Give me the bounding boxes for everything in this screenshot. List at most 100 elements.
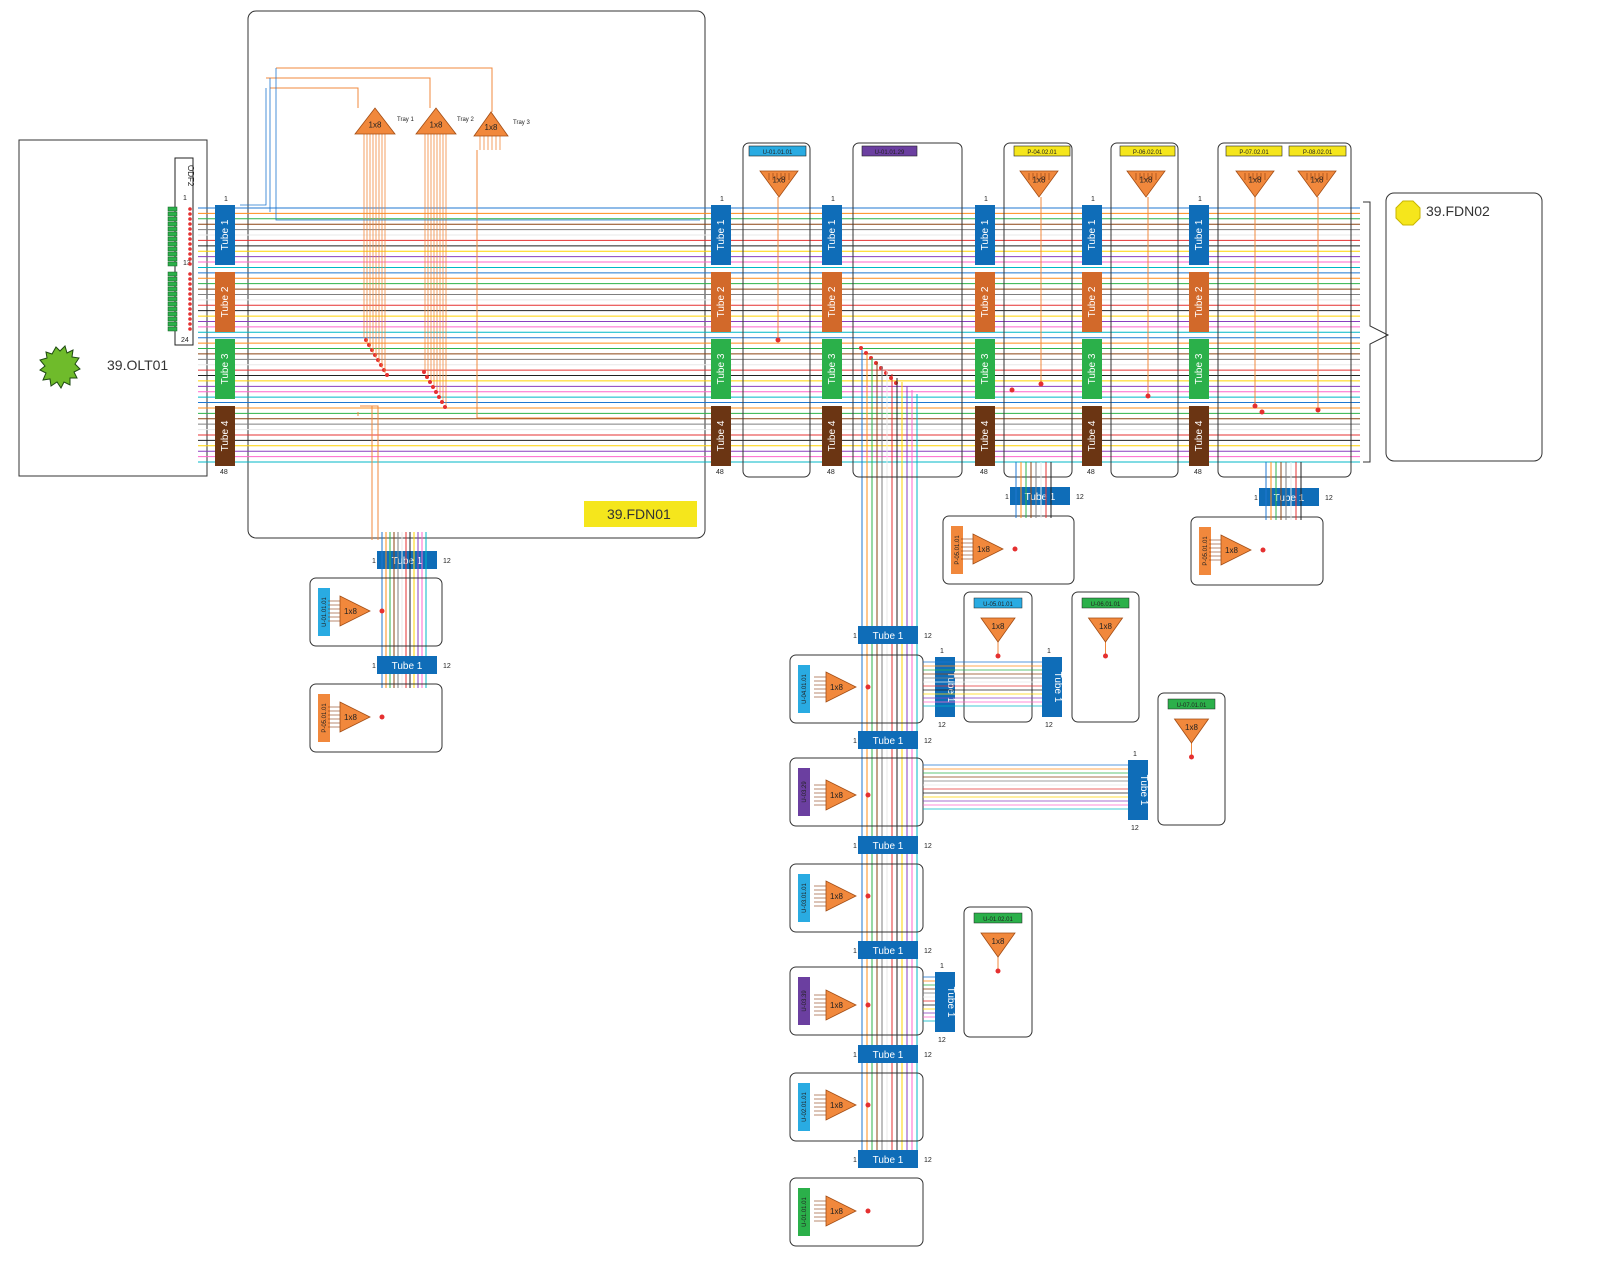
tube-label: Tube 1	[980, 219, 991, 250]
splitter-label: 1x8	[1140, 176, 1153, 185]
tube-label: Tube 1	[716, 219, 727, 250]
branch-tag-label: P-05.01.01	[955, 535, 961, 565]
tube-label: Tube 2	[1087, 286, 1098, 317]
splitter-icon	[339, 595, 371, 627]
splitter-label: 1x8	[773, 176, 786, 185]
tube-number-end: 12	[1325, 495, 1333, 502]
tube-number-end: 12	[938, 1037, 946, 1044]
tube-number-start: 1	[831, 196, 835, 203]
tube-label: Tube 4	[716, 420, 727, 451]
closure-tag	[1119, 145, 1176, 157]
odf-port-dot	[188, 307, 192, 311]
odf-port-dot	[188, 247, 192, 251]
splitter-icon	[825, 880, 857, 912]
splice-dot	[865, 792, 871, 798]
branch-box	[942, 515, 1075, 585]
splice-dot	[995, 653, 1001, 659]
odf-port	[167, 236, 178, 242]
splitter-icon	[1220, 534, 1252, 566]
odf-ports	[167, 206, 192, 332]
tube-block	[975, 406, 995, 466]
tube-label: Tube 1	[873, 631, 904, 642]
closure-tag-label: U-01.01.01	[763, 150, 793, 156]
tube-label: Tube 4	[980, 420, 991, 451]
tube-label: Tube 1	[1274, 493, 1305, 504]
tube-label: Tube 2	[827, 286, 838, 317]
closure-box	[852, 142, 963, 478]
branch-tag-label: U-03.01.01	[802, 882, 808, 912]
tube-label: Tube 1	[1087, 219, 1098, 250]
tube-number-start: 1	[984, 196, 988, 203]
tube-block	[711, 205, 731, 265]
tube-block	[858, 941, 918, 959]
odf-port-dot	[188, 297, 192, 301]
fdn01-highlight	[584, 501, 697, 527]
splice-dot	[865, 1002, 871, 1008]
tube-block	[1189, 406, 1209, 466]
tray-feed-blue	[240, 68, 700, 221]
branch-tag-label: U-04.01.01	[802, 673, 808, 703]
splice-dot	[434, 390, 438, 394]
odf-port	[167, 246, 178, 252]
tube-number-start: 1	[853, 633, 857, 640]
fdn01-box	[247, 10, 706, 539]
closure-tag-label: P-07.02.01	[1239, 150, 1269, 156]
odf-port	[167, 276, 178, 282]
splitter-icon	[1087, 617, 1124, 643]
branch-box	[789, 654, 924, 724]
closure-tag-label: P-04.02.01	[1027, 150, 1057, 156]
tube-label: Tube 2	[220, 286, 231, 317]
odf-port-dot	[188, 272, 192, 276]
odf-port	[167, 206, 178, 212]
tube-number-end: 12	[1076, 494, 1084, 501]
splice-dot	[379, 608, 385, 614]
splice-dot	[440, 400, 444, 404]
branch-tag	[318, 694, 330, 742]
tube-label: Tube 2	[716, 286, 727, 317]
splice-dot	[443, 405, 447, 409]
tube-block	[975, 205, 995, 265]
branch-tag	[798, 768, 810, 816]
branch-tag-label: U-01.02.01	[983, 917, 1013, 923]
splice-dot	[422, 370, 426, 374]
branch-tag	[1081, 597, 1130, 609]
splitter-icon	[972, 533, 1004, 565]
odf-port-dot	[188, 242, 192, 246]
branch-box	[789, 1177, 924, 1247]
odf-port-dot	[188, 302, 192, 306]
splice-dot	[865, 1208, 871, 1214]
tube-block	[1082, 406, 1102, 466]
tube-number-start: 1	[853, 1052, 857, 1059]
odf-port	[167, 211, 178, 217]
tube-block	[711, 272, 731, 332]
splitter-icon	[825, 1195, 857, 1227]
tube-block	[215, 406, 235, 466]
tube-label: Tube 1	[1025, 492, 1056, 503]
splitter-label: 1x8	[830, 791, 843, 800]
splice-dot	[865, 893, 871, 899]
odf-port-dot	[188, 237, 192, 241]
splitter-icon	[980, 932, 1016, 958]
splitter-label: 1x8	[1185, 723, 1198, 732]
splitter-label: 1x8	[992, 622, 1005, 631]
splitter-icon	[415, 107, 457, 135]
odf-port	[167, 316, 178, 322]
odf-port-dot	[188, 207, 192, 211]
tube-number-end: 48	[980, 469, 988, 476]
tube-label: Tube 2	[980, 286, 991, 317]
closure-tag	[1288, 145, 1347, 157]
splice-dot	[775, 337, 781, 343]
odf-port-dot	[188, 257, 192, 261]
tube-number-end: 12	[1131, 825, 1139, 832]
tube-number-end: 12	[924, 1157, 932, 1164]
tube-number-start: 1	[1091, 196, 1095, 203]
fdn02-icon	[1395, 200, 1421, 226]
tray-label: Tray 1	[397, 117, 414, 123]
splitter-label: 1x8	[344, 713, 357, 722]
tube-block	[858, 1150, 918, 1168]
branch-box	[789, 863, 924, 933]
tube-number-start: 1	[1254, 495, 1258, 502]
branch-tag	[798, 665, 810, 713]
splitter-label: 1x8	[830, 1101, 843, 1110]
